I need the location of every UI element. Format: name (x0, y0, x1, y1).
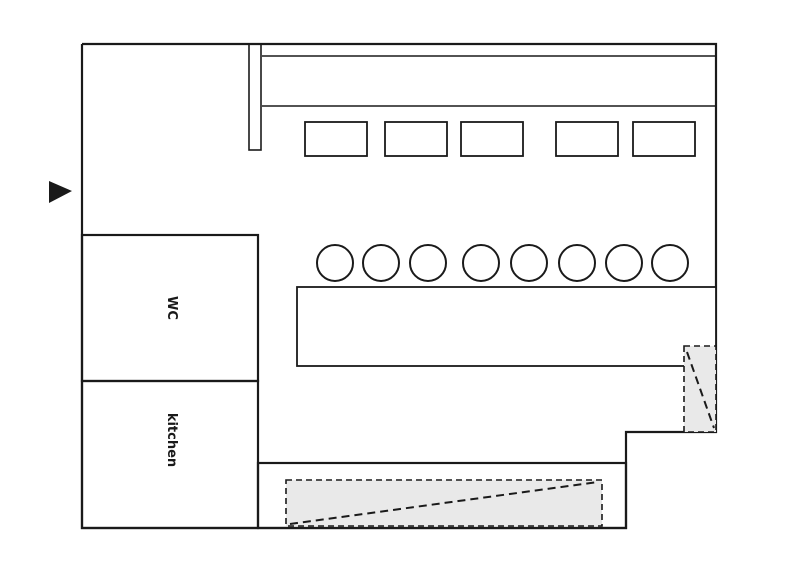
table (632, 121, 696, 157)
table (555, 121, 619, 157)
bar-stool (651, 244, 689, 282)
bar-stool (409, 244, 447, 282)
stools-group (316, 244, 689, 282)
side-storage-diagonal (686, 351, 715, 429)
bar-stool (316, 244, 354, 282)
bottom-counter (256, 461, 628, 530)
kitchen-label: kitchen (164, 413, 179, 467)
bar-stool (558, 244, 596, 282)
table (384, 121, 448, 157)
bar-stool (510, 244, 548, 282)
kitchen-room (80, 379, 260, 530)
bar-stool (462, 244, 500, 282)
bottom-storage-area (285, 479, 603, 527)
tables-group (304, 121, 696, 157)
bar-stool (362, 244, 400, 282)
partition-wall (248, 43, 262, 151)
table (304, 121, 368, 157)
wc-label: WC (164, 296, 179, 320)
table (460, 121, 524, 157)
entrance-arrow-icon (49, 181, 72, 203)
bar-counter (296, 286, 717, 367)
bar-stool (605, 244, 643, 282)
